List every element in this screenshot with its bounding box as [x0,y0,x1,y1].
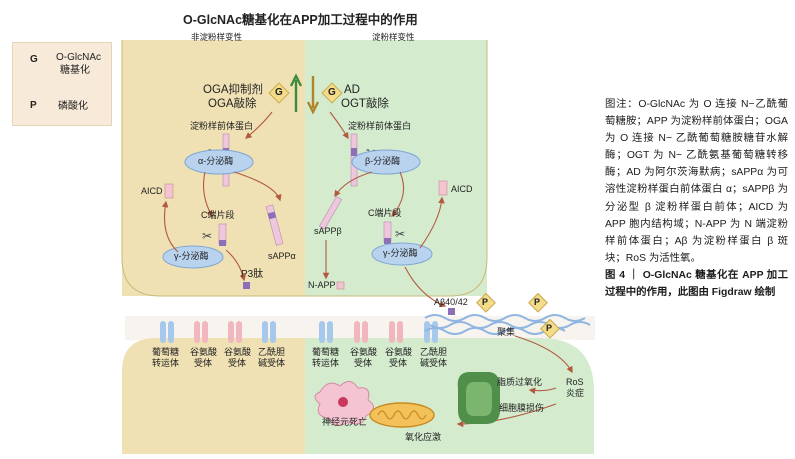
caption-body: 图注：O-GlcNAc 为 O 连接 N−乙酰葡萄糖胺；APP 为淀粉样前体蛋白… [605,99,788,264]
receptor-label: 乙酰胆 [258,347,286,357]
legend-glyco-label: O-GlcNAc [56,52,101,63]
inflammation-label: 炎症 [566,388,585,398]
phospho-symbol-3: P [546,323,553,333]
decrease-arrow-icon [306,76,320,115]
receptor-label: 受体 [194,358,213,368]
scissors-icon: ✂ [202,229,212,243]
left-precursor-label: 淀粉样前体蛋白 [190,121,254,131]
enzyme-beta-label: β-分泌酶 [365,156,401,166]
right-treatment-line2: OGT敲除 [341,98,389,110]
phospho-symbol-1: P [482,297,489,307]
left-glyco-symbol: G [275,87,283,98]
sapp-alpha-label: sAPPα [268,251,296,261]
lower-left-panel [122,338,305,454]
right-precursor-label: 淀粉样前体蛋白 [348,121,412,131]
phospho-symbol-2: P [534,297,541,307]
legend-phospho-label: 磷酸化 [58,101,88,112]
receptor-label: 乙酰胆 [420,347,448,357]
legend [12,42,112,126]
receptor-label: 谷氨酸 [385,347,413,357]
enzyme-gamma-right-oval [371,242,433,266]
damaged-membrane-inner [466,382,492,416]
legend-phospho-symbol: P [30,100,37,111]
enzyme-alpha-label: α-分泌酶 [198,156,234,166]
enzyme-alpha-oval [184,149,254,175]
receptor-label: 受体 [354,358,373,368]
enzyme-beta-oval [351,149,421,175]
aicd-fragment-right [438,180,448,196]
panel-outline [121,40,488,297]
receptor-label: 谷氨酸 [190,347,218,357]
left-section-label: 非淀粉样变性 [191,32,243,42]
diagram-title: O-GlcNAc糖基化在APP加工过程中的作用 [183,13,418,27]
receptor-label: 葡萄糖 [312,347,340,357]
legend-glyco-label2: 糖基化 [60,65,90,76]
sapp-beta-fragment [318,196,343,230]
figure-caption: 图注：O-GlcNAc 为 O 连接 N−乙酰葡萄糖胺；APP 为淀粉样前体蛋白… [605,96,788,301]
membrane-damage-label: 细胞膜损伤 [499,403,545,413]
increase-arrow-icon [289,73,303,112]
ros-label: RoS [566,377,584,387]
pathway-arrows [161,111,573,428]
receptors-left [160,321,276,343]
receptor-label: 受体 [228,358,247,368]
right-section-label: 淀粉样变性 [372,32,415,42]
n-app-label: N-APP [308,280,336,290]
left-treatment-line1: OGA抑制剂 [203,84,264,96]
receptor-label: 转运体 [312,358,340,368]
receptor-label: 谷氨酸 [224,347,252,357]
neuron-death-label: 神经元死亡 [322,417,368,427]
left-cfrag-label: C端片段 [201,210,235,220]
right-cfrag-label: C端片段 [368,208,402,218]
receptor-label: 碱受体 [420,358,448,368]
n-app-fragment [336,281,345,290]
c-fragment-left [218,223,227,246]
receptor-label: 碱受体 [258,358,286,368]
enzyme-gamma-left-label: γ-分泌酶 [174,251,209,261]
right-glyco-symbol: G [328,87,336,98]
right-treatment-line1: AD [344,84,360,96]
right-aicd-label: AICD [451,184,473,194]
neuron-nucleus [338,397,348,407]
lipid-peroxidation-label: 脂质过氧化 [497,377,543,387]
receptor-label: 谷氨酸 [350,347,378,357]
legend-glyco-symbol: G [30,54,38,65]
aggregate-label: 聚集 [497,327,516,337]
scissors-icon: ✂ [395,227,405,241]
left-aicd-label: AICD [141,186,163,196]
abeta-fragment [448,308,455,315]
enzyme-gamma-right-label: γ-分泌酶 [383,248,418,258]
receptor-label: 葡萄糖 [152,347,180,357]
mitochondrion-cristae [377,410,427,420]
receptor-label: 转运体 [152,358,180,368]
sapp-alpha-fragment [265,204,284,246]
p3-fragment [243,282,250,289]
abeta-label: Aβ40/42 [434,297,468,307]
caption-fig-label: 图 4 ｜ O-GlcNAc 糖基化在 APP 加工过程中的作用，此图由 Fig… [605,269,788,299]
c-fragment-right [383,221,392,244]
lower-right-panel [305,338,594,454]
sapp-beta-label: sAPPβ [314,226,342,236]
aicd-fragment-left [164,183,174,199]
oxidative-stress-label: 氧化应激 [405,432,442,442]
left-treatment-line2: OGA敲除 [208,98,257,110]
p3-label: P3肽 [241,269,264,280]
receptor-label: 受体 [389,358,408,368]
